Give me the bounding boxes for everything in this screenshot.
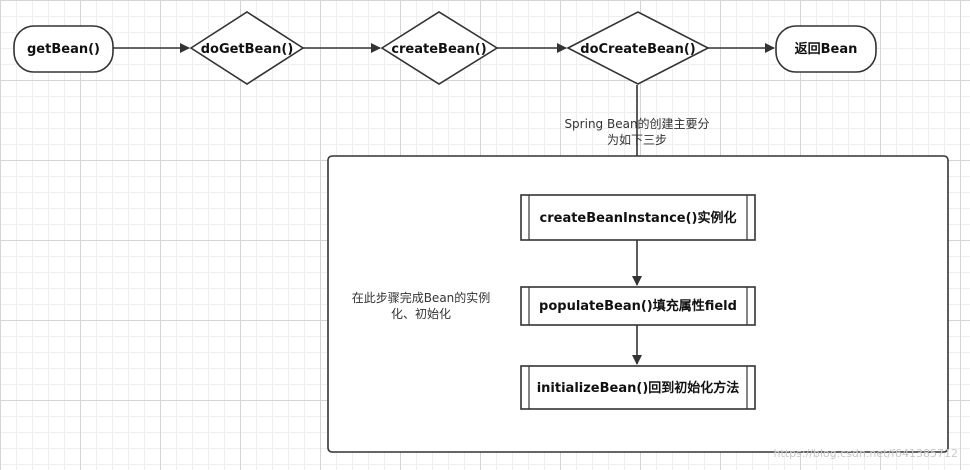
note-top-line1: Spring Bean的创建主要分 [564, 116, 709, 131]
note-side-line1: 在此步骤完成Bean的实例 [352, 290, 491, 305]
step-initialize-bean[interactable]: initializeBean()回到初始化方法 [520, 365, 756, 410]
node-dogetbean[interactable]: doGetBean() [189, 11, 305, 85]
step-create-bean-instance-label: createBeanInstance()实例化 [540, 210, 737, 226]
node-returnbean-label: 返回Bean [795, 42, 858, 57]
node-createbean-label: createBean() [391, 42, 486, 57]
note-side-line2: 化、初始化 [391, 307, 451, 321]
node-createbean[interactable]: createBean() [380, 11, 499, 85]
watermark: https://blog.csdn.net/f641385712 [773, 447, 958, 460]
step-populate-bean[interactable]: populateBean()填充属性field [520, 286, 756, 326]
node-docreatebean-label: doCreateBean() [580, 42, 695, 57]
node-returnbean[interactable]: 返回Bean [775, 25, 877, 73]
step-populate-bean-label: populateBean()填充属性field [539, 298, 737, 314]
node-docreatebean[interactable]: doCreateBean() [566, 11, 710, 85]
node-getbean[interactable]: getBean() [13, 25, 114, 73]
step-initialize-bean-label: initializeBean()回到初始化方法 [537, 380, 740, 396]
note-top-line2: 为如下三步 [607, 132, 667, 147]
step-create-bean-instance[interactable]: createBeanInstance()实例化 [520, 194, 756, 241]
node-dogetbean-label: doGetBean() [201, 42, 294, 57]
node-getbean-label: getBean() [27, 42, 100, 57]
